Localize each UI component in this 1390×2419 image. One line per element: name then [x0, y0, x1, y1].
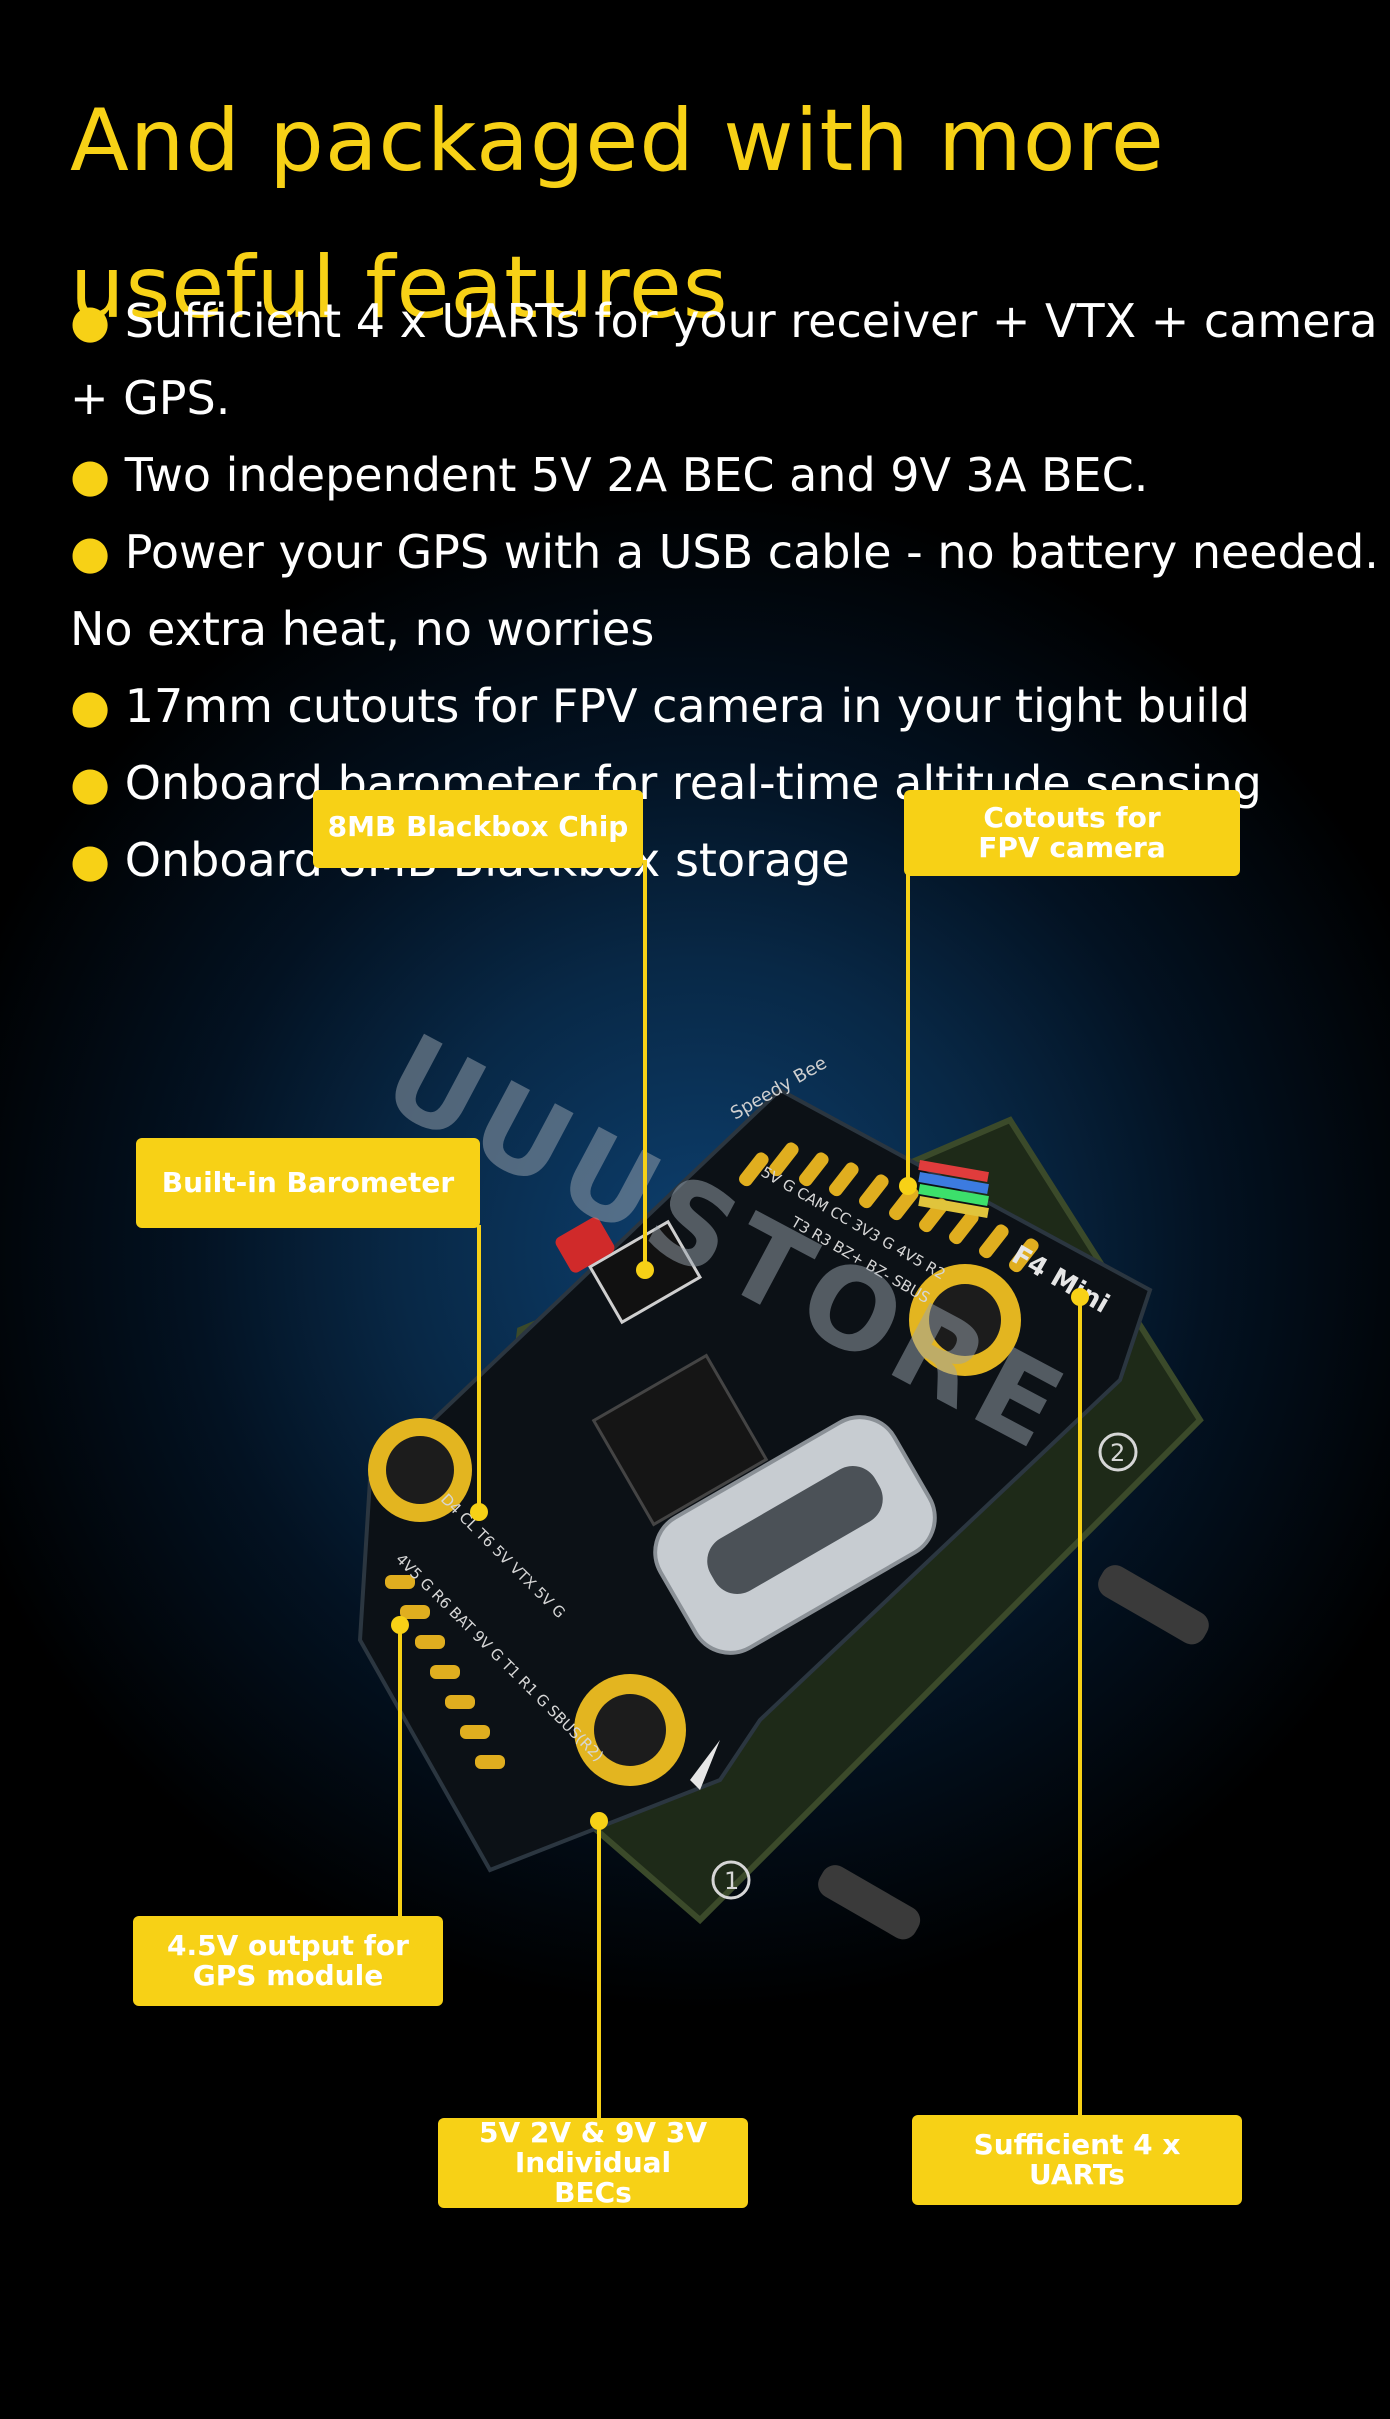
leader-uarts [1078, 1297, 1082, 2117]
pin-gps [391, 1616, 409, 1634]
left-solder-pads [385, 1575, 505, 1769]
pin-barometer [470, 1503, 488, 1521]
feature-text: Power your GPS with a USB cable - no bat… [70, 525, 1379, 656]
pin-blackbox [636, 1261, 654, 1279]
mount-hole-inner [929, 1284, 1001, 1356]
bullet-icon: ● [70, 679, 111, 733]
page-headline: And packaged with more useful features [70, 90, 1165, 338]
feature-text: Two independent 5V 2A BEC and 9V 3A BEC. [110, 448, 1149, 502]
port-marker-2 [1098, 1432, 1138, 1472]
bullet-icon: ● [70, 756, 111, 810]
port-marker-1 [711, 1860, 751, 1900]
bottom-fade [0, 2250, 1390, 2419]
standoff-screw [818, 1865, 921, 1940]
mount-hole-inner [594, 1694, 666, 1766]
mount-hole-inner [386, 1436, 454, 1504]
callout-cutouts: Cotouts for FPV camera [904, 790, 1240, 876]
feature-item-bec: ● Two independent 5V 2A BEC and 9V 3A BE… [70, 437, 1390, 514]
bullet-icon: ● [70, 448, 111, 502]
bullet-icon: ● [70, 294, 111, 348]
port-marker-2-label: 2 [1110, 1439, 1125, 1467]
leader-becs [597, 1820, 601, 2120]
red-component [555, 1217, 615, 1273]
feature-text: Sufficient 4 x UARTs for your receiver +… [70, 294, 1378, 425]
feature-item-uarts: ● Sufficient 4 x UARTs for your receiver… [70, 283, 1390, 437]
feature-text: 17mm cutouts for FPV camera in your tigh… [110, 679, 1250, 733]
feature-item-cutouts: ● 17mm cutouts for FPV camera in your ti… [70, 668, 1390, 745]
port-marker-1-label: 1 [724, 1867, 739, 1895]
callout-gps-output: 4.5V output for GPS module [133, 1916, 443, 2006]
mcu-chip [591, 1353, 769, 1527]
standoff-screw [1098, 1565, 1209, 1645]
leader-blackbox [643, 860, 647, 1270]
callout-uarts: Sufficient 4 x UARTs [912, 2115, 1242, 2205]
bullet-icon: ● [70, 833, 111, 887]
callout-blackbox-chip: 8MB Blackbox Chip [313, 790, 643, 868]
pin-becs [590, 1812, 608, 1830]
leader-barometer [477, 1225, 481, 1515]
callout-becs: 5V 2V & 9V 3V Individual BECs [438, 2118, 748, 2208]
leader-cutouts [906, 870, 910, 1190]
usb-c-port-inner [707, 1466, 883, 1594]
callout-barometer: Built-in Barometer [136, 1138, 480, 1228]
top-solder-pads [739, 1142, 1039, 1273]
feature-item-usb-gps: ● Power your GPS with a USB cable - no b… [70, 514, 1390, 668]
pin-cutouts [899, 1177, 917, 1195]
orientation-arrow-icon [690, 1740, 720, 1790]
leader-gps [398, 1625, 402, 1920]
pin-uarts [1071, 1288, 1089, 1306]
ribbon-cable [918, 1160, 989, 1219]
bullet-icon: ● [70, 525, 111, 579]
